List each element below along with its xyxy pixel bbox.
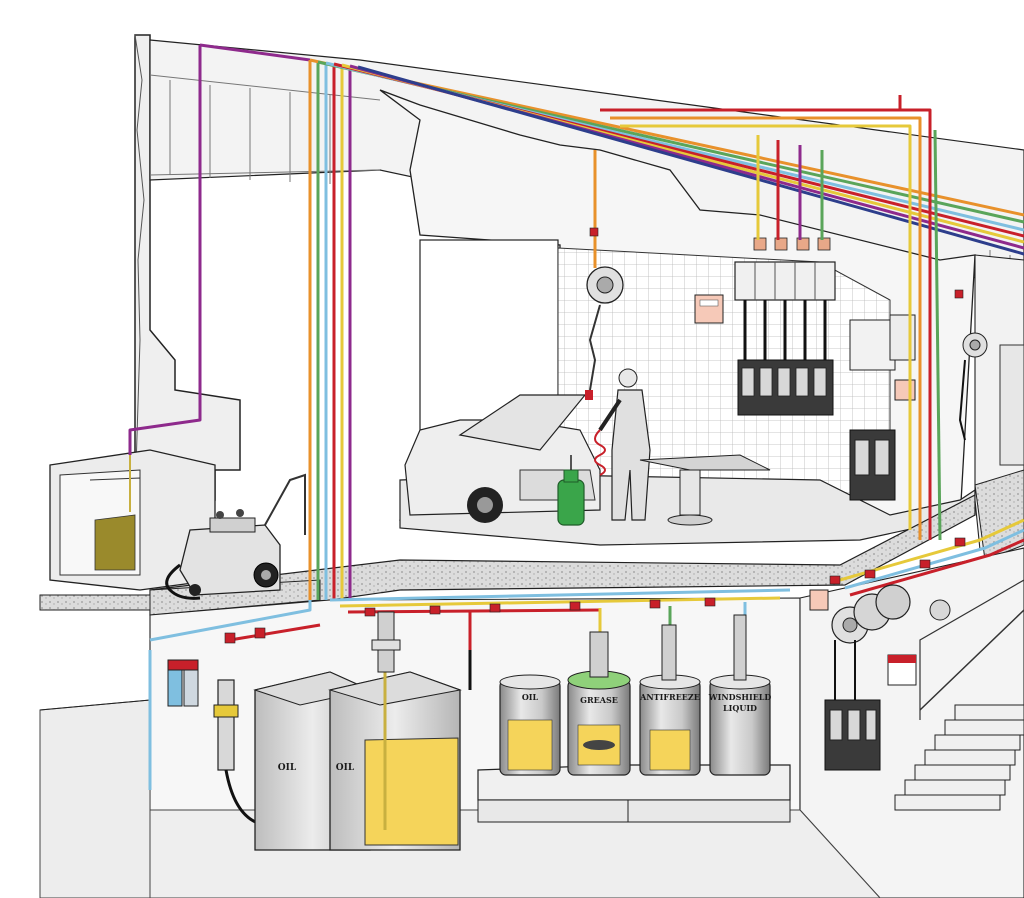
drum-oil-label: OIL <box>522 692 539 702</box>
technician <box>598 368 651 521</box>
left-ground <box>39 594 151 611</box>
control-panel-icon <box>694 294 724 324</box>
basement-hose-reels <box>809 584 951 771</box>
used-oil-tank <box>49 440 216 591</box>
tank-pump <box>371 611 401 673</box>
vehicle-lift <box>639 454 771 526</box>
filter-regulator <box>167 659 199 707</box>
pump-icon <box>217 679 235 771</box>
drum-windshield-label-2: LIQUID <box>723 703 757 713</box>
car-on-lift <box>404 394 601 523</box>
dispense-valve-icon <box>741 367 827 397</box>
staircase <box>894 579 1024 811</box>
oil-tank-level <box>364 737 459 846</box>
waste-oil-drain-cart <box>165 473 306 600</box>
supply-pipes <box>128 43 1024 790</box>
tank-right-label: OIL <box>336 763 355 773</box>
drum-windshield-label-1: WINDSHIELD <box>708 692 772 702</box>
dispense-valves-bay <box>743 300 827 365</box>
drum-antifreeze: ANTIFREEZE <box>639 624 701 776</box>
drum-antifreeze-label: ANTIFREEZE <box>639 692 700 702</box>
used-oil-level <box>94 514 136 571</box>
left-ground-line <box>39 699 151 711</box>
hose-reel-bay <box>585 266 624 400</box>
drum-grease-label: GREASE <box>580 695 618 705</box>
drum-grease: GREASE <box>567 631 631 776</box>
left-wall-crack <box>134 34 145 501</box>
oil-tank-right: OIL <box>328 640 462 851</box>
control-panel <box>694 294 724 324</box>
coiled-air-hose <box>594 429 606 476</box>
drum-oil: OIL <box>468 650 561 776</box>
tank-left-label: OIL <box>278 763 297 773</box>
portable-oil-drain <box>557 455 585 526</box>
filter-regulator-icon <box>167 669 183 707</box>
drum-windshield-liquid: WINDSHIELD LIQUID <box>708 614 772 776</box>
pipe-fittings <box>224 227 966 644</box>
basement-floor <box>39 699 151 898</box>
meter-bank <box>734 237 836 301</box>
